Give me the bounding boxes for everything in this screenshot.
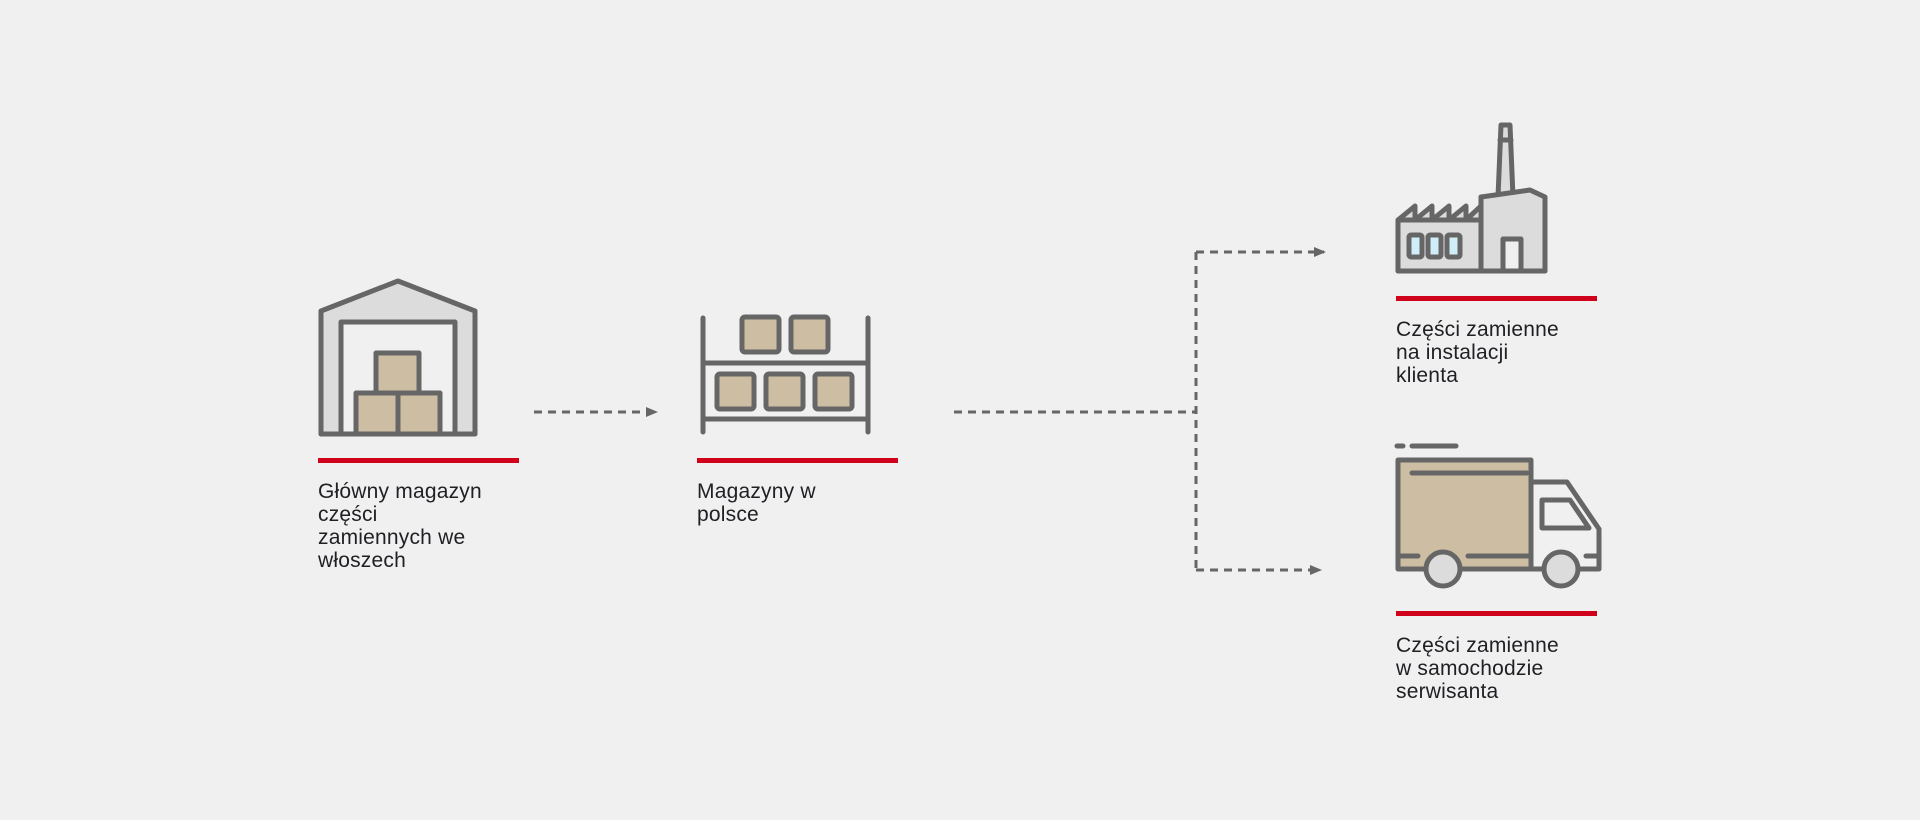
- label-line: Części zamienne: [1396, 318, 1559, 341]
- label-line: serwisanta: [1396, 680, 1499, 703]
- accent-bar-service-van: [1396, 611, 1597, 616]
- label-customer-site: Części zamienne na instalacji klienta: [1396, 318, 1559, 387]
- label-main-warehouse: Główny magazyn części zamiennych we włos…: [318, 480, 482, 572]
- label-line: Magazyny w: [697, 480, 816, 503]
- truck-icon: [1394, 443, 1602, 589]
- label-service-van: Części zamienne w samochodzie serwisanta: [1396, 634, 1559, 703]
- shelf-icon: [700, 314, 871, 435]
- accent-bar-customer-site: [1396, 296, 1597, 301]
- warehouse-icon: [318, 278, 478, 437]
- accent-bar-local-warehouses: [697, 458, 898, 463]
- label-line: części: [318, 503, 378, 526]
- label-line: zamiennych we: [318, 526, 466, 549]
- label-line: w samochodzie: [1396, 657, 1544, 680]
- label-line: Główny magazyn: [318, 480, 482, 503]
- label-line: na instalacji: [1396, 341, 1509, 364]
- accent-bar-main-warehouse: [318, 458, 519, 463]
- label-local-warehouses: Magazyny w polsce: [697, 480, 816, 526]
- label-line: polsce: [697, 503, 759, 526]
- label-line: klienta: [1396, 364, 1459, 387]
- factory-icon: [1395, 122, 1548, 274]
- label-line: włoszech: [318, 549, 406, 572]
- label-line: Części zamienne: [1396, 634, 1559, 657]
